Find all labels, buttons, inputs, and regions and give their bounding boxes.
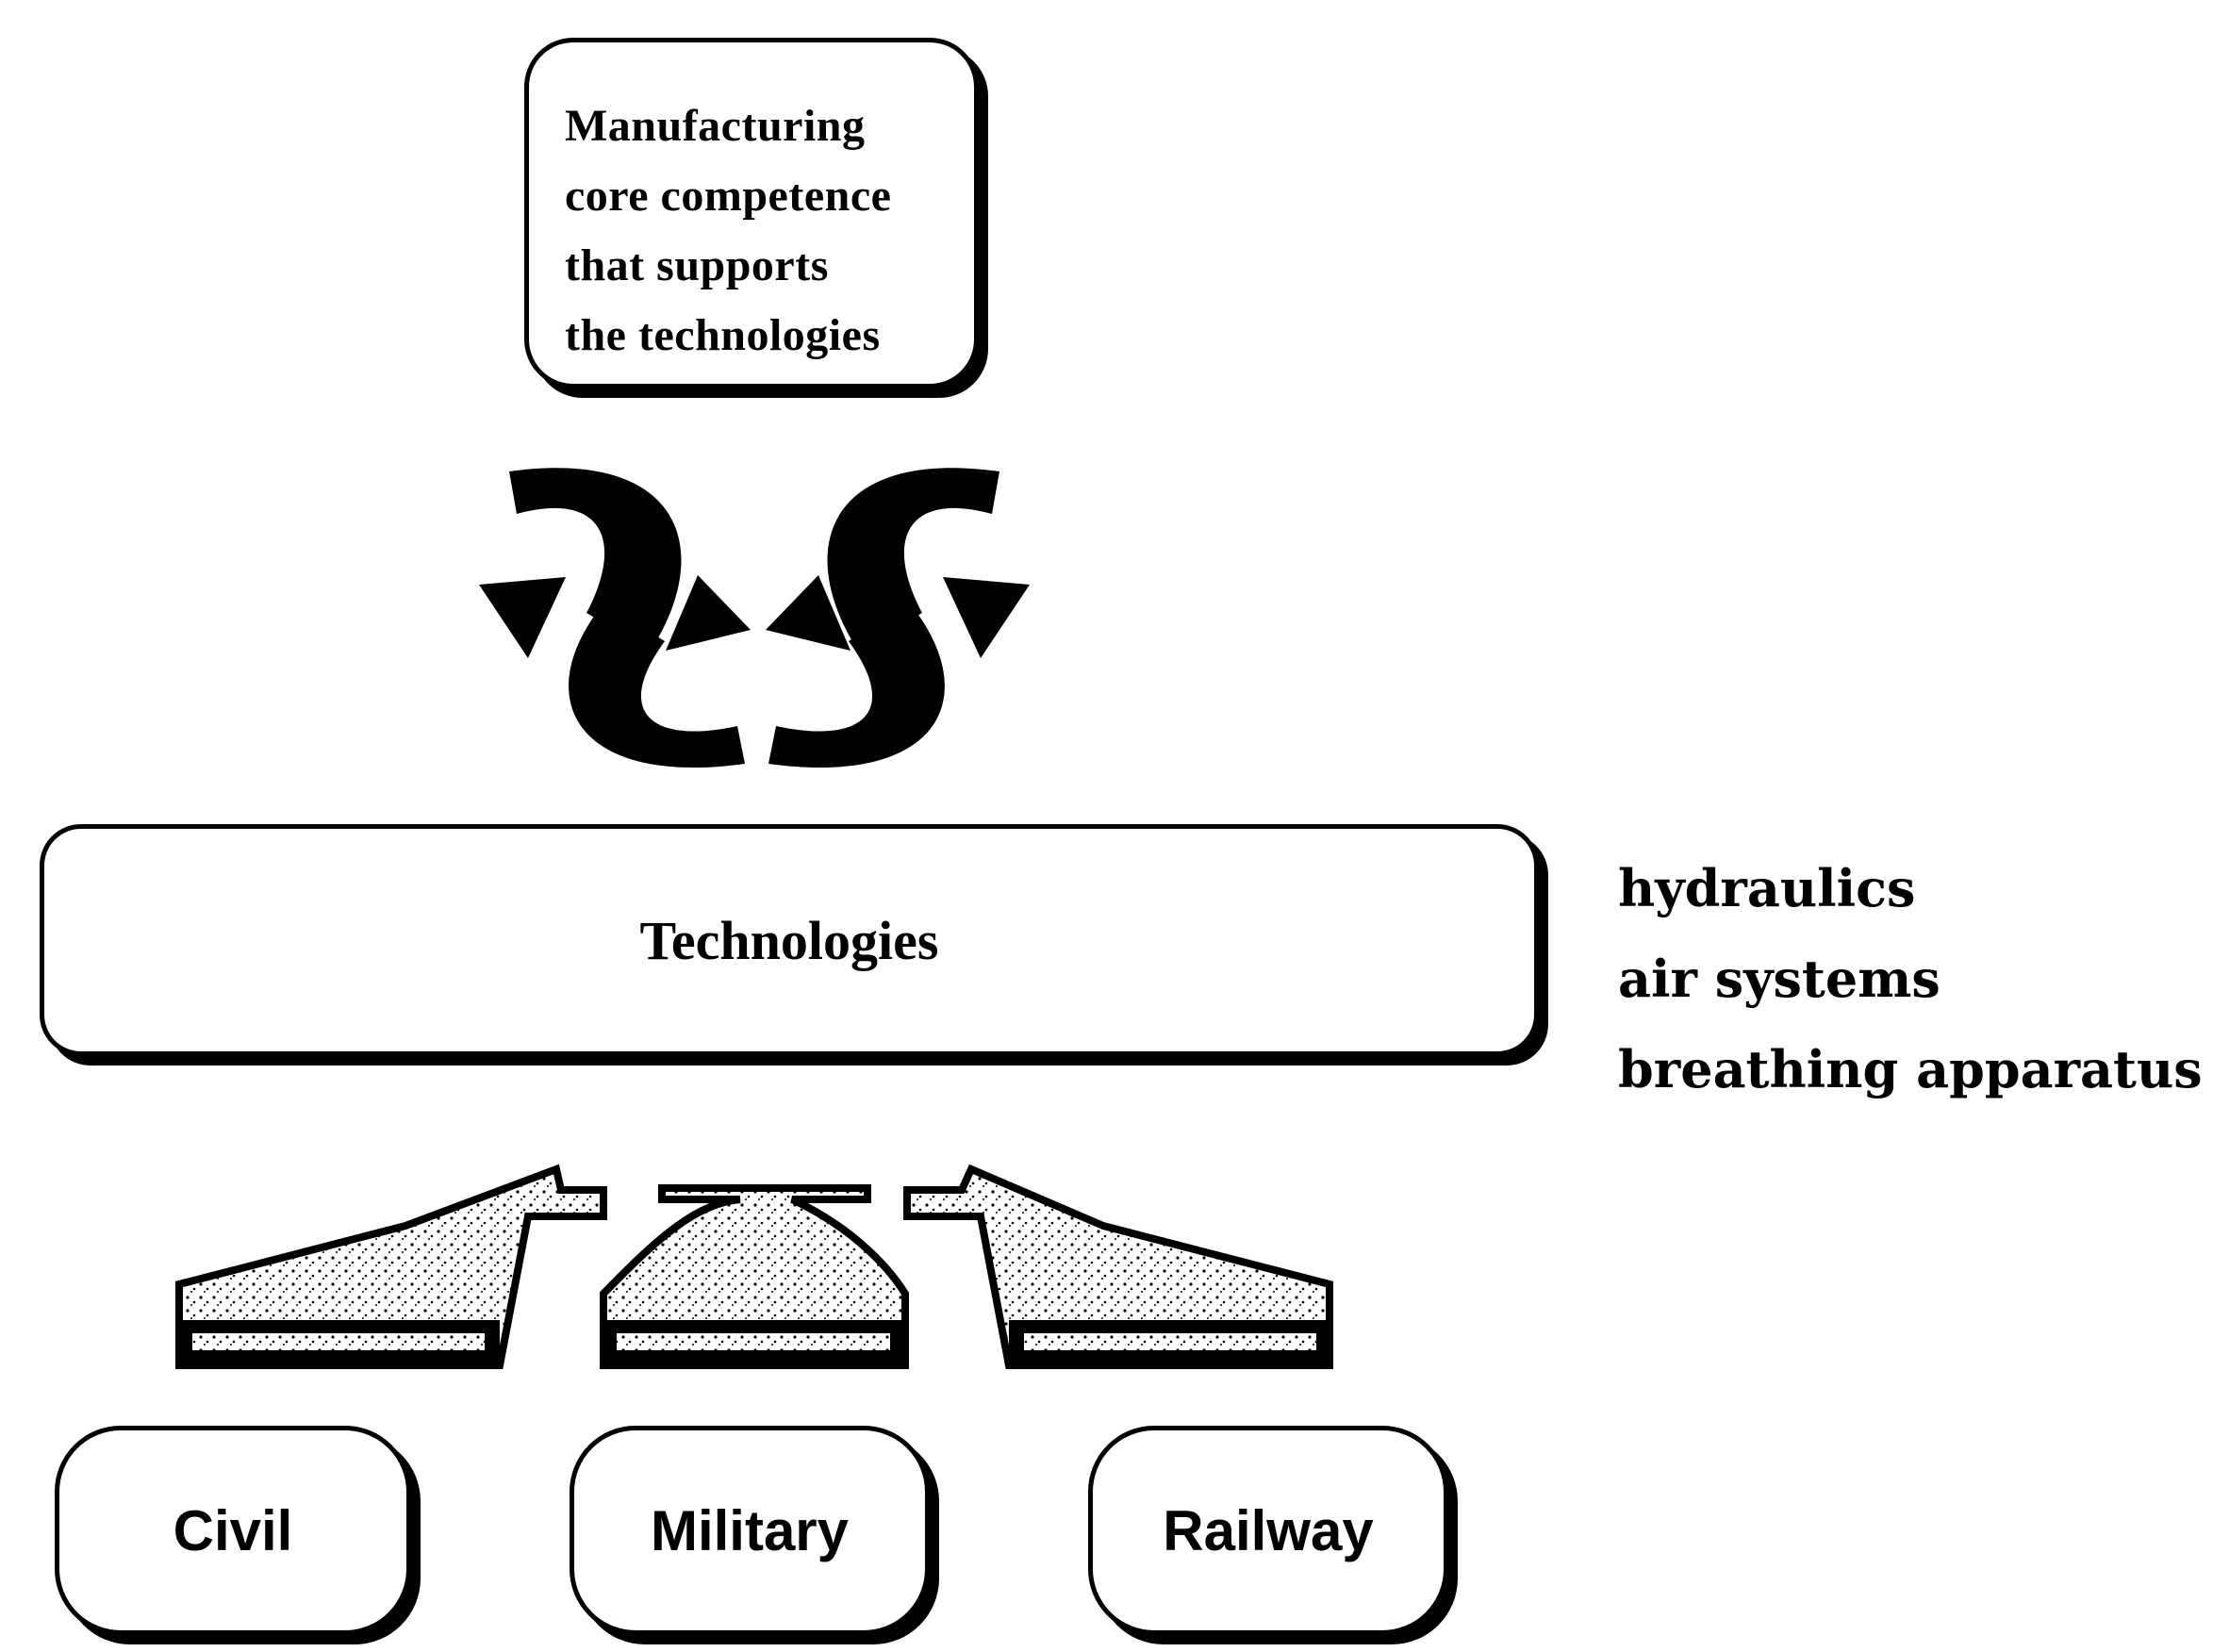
cycle-arrow-up-left	[569, 603, 745, 768]
platform-arrow-icon	[175, 1164, 607, 1369]
sector-railway-box: Railway	[1088, 1426, 1448, 1635]
sector-label: Civil	[173, 1498, 293, 1562]
cycle-arrow-head-right	[943, 577, 1030, 658]
technologies-list: hydraulics air systems breathing apparat…	[1618, 843, 2203, 1115]
cycle-arrow-down-right	[827, 468, 999, 651]
sector-label: Military	[650, 1498, 850, 1562]
sector-military-box: Military	[570, 1426, 930, 1635]
core-competence-line: core competence	[565, 171, 892, 221]
technology-item-hydraulics: hydraulics	[1618, 858, 1916, 918]
cycle-arrows-icon	[766, 468, 1030, 768]
platform-arrow-icon	[903, 1164, 1333, 1369]
cycle-arrows-icon	[479, 468, 751, 768]
platform-arrow-right	[903, 1164, 1333, 1369]
cycle-arrow-head-left	[479, 577, 566, 658]
cycle-arrow-up-right	[768, 603, 945, 768]
sector-label: Railway	[1163, 1498, 1374, 1562]
technologies-label: Technologies	[639, 909, 939, 971]
core-competence-box: Manufacturing core competence that suppo…	[524, 38, 979, 388]
core-competence-line: that supports	[565, 240, 829, 290]
core-competence-text: Manufacturing core competence that suppo…	[565, 91, 961, 371]
core-competence-line: Manufacturing	[565, 101, 866, 151]
platform-arrow-left	[175, 1164, 607, 1369]
technology-item-breathing-apparatus: breathing apparatus	[1618, 1039, 2203, 1099]
cycle-arrow-head-right-up	[766, 575, 851, 651]
cycle-arrow-down-left	[509, 468, 682, 651]
core-competence-line: the technologies	[565, 310, 881, 360]
technologies-box: Technologies	[40, 824, 1539, 1056]
cycle-arrow-head-left-up	[666, 575, 751, 651]
technology-item-air-systems: air systems	[1618, 949, 1941, 1009]
sector-civil-box: Civil	[55, 1426, 411, 1635]
platform-arrow-icon	[600, 1184, 909, 1369]
